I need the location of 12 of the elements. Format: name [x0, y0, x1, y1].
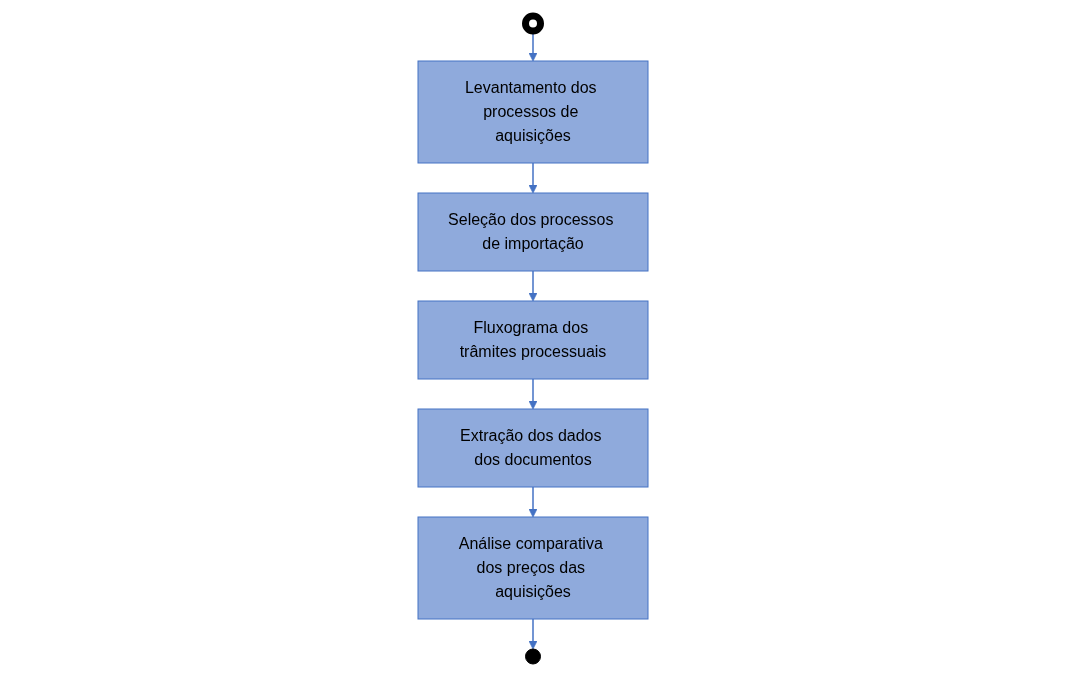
arrow: [528, 618, 537, 650]
node-box: Análise comparativa dos preços das aquisições: [417, 516, 648, 620]
node-box: Fluxograma dos trâmites processuais: [417, 300, 648, 380]
node-circle: [521, 12, 544, 35]
node-box: Seleção dos processos de importação: [417, 192, 648, 272]
arrow: [528, 378, 537, 410]
node-circle: [524, 648, 541, 665]
arrow: [528, 270, 537, 302]
node-box: Extração dos dados dos documentos: [417, 408, 648, 488]
node-box: Levantamento dos processos de aquisições: [417, 60, 648, 164]
arrow: [528, 162, 537, 194]
arrow: [528, 486, 537, 518]
